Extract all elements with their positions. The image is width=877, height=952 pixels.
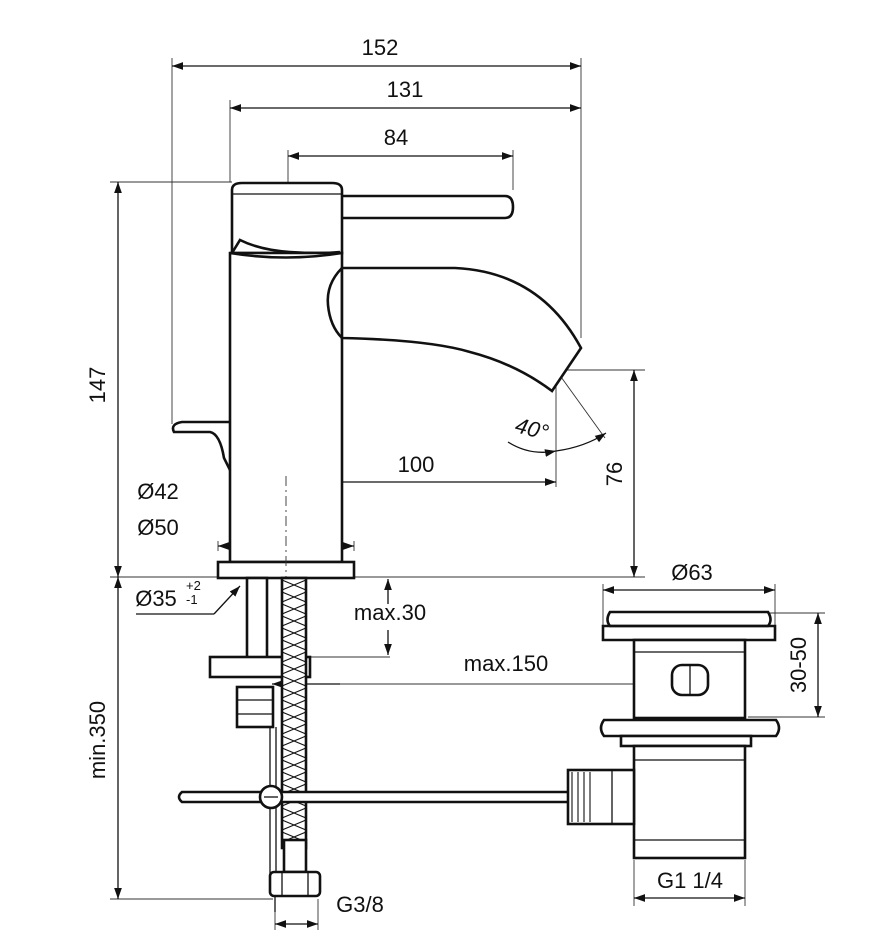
fixings bbox=[177, 576, 572, 912]
label-76: 76 bbox=[602, 462, 627, 486]
popup-lever bbox=[171, 420, 232, 471]
tap-column bbox=[228, 251, 344, 564]
fixing-nut bbox=[235, 685, 275, 729]
waste-plug bbox=[606, 610, 772, 628]
label-tol-minus: -1 bbox=[186, 592, 198, 607]
label-dia-35: Ø35 bbox=[135, 586, 177, 611]
popup-rod bbox=[177, 790, 572, 804]
label-max-30: max.30 bbox=[354, 600, 426, 625]
waste-tail bbox=[632, 744, 747, 860]
label-40-degrees: 40° bbox=[513, 412, 552, 445]
label-dia-42: Ø42 bbox=[137, 479, 179, 504]
waste-collar bbox=[599, 718, 781, 738]
label-84: 84 bbox=[384, 125, 408, 150]
waste-assembly bbox=[566, 610, 781, 860]
waste-lower-body bbox=[619, 734, 753, 748]
label-147: 147 bbox=[85, 367, 110, 404]
dim-arc-40b bbox=[555, 432, 607, 452]
hose-nut bbox=[268, 870, 322, 898]
dim-leader-35 bbox=[213, 585, 241, 615]
label-30-50: 30-50 bbox=[786, 637, 811, 693]
lever-head bbox=[230, 181, 344, 255]
label-tol-plus: +2 bbox=[186, 578, 201, 593]
label-dia-50: Ø50 bbox=[137, 515, 179, 540]
label-max-150: max.150 bbox=[464, 651, 548, 676]
dim-arc-40 bbox=[507, 441, 557, 457]
threaded-stud bbox=[245, 576, 269, 660]
lever-rod bbox=[336, 194, 515, 220]
label-g38: G3/8 bbox=[336, 892, 384, 917]
label-dia-63: Ø63 bbox=[671, 560, 713, 585]
label-152: 152 bbox=[362, 35, 399, 60]
dimension-labels: 152 131 84 147 100 76 40° Ø42 Ø50 Ø35 +2… bbox=[85, 35, 811, 917]
hose-ferrule bbox=[282, 838, 308, 874]
spout bbox=[340, 266, 583, 393]
waste-side-port bbox=[566, 768, 636, 826]
tap-body bbox=[171, 181, 583, 580]
label-g114: G1 1/4 bbox=[657, 868, 723, 893]
label-min-350: min.350 bbox=[85, 701, 110, 779]
label-100: 100 bbox=[398, 452, 435, 477]
label-131: 131 bbox=[387, 77, 424, 102]
